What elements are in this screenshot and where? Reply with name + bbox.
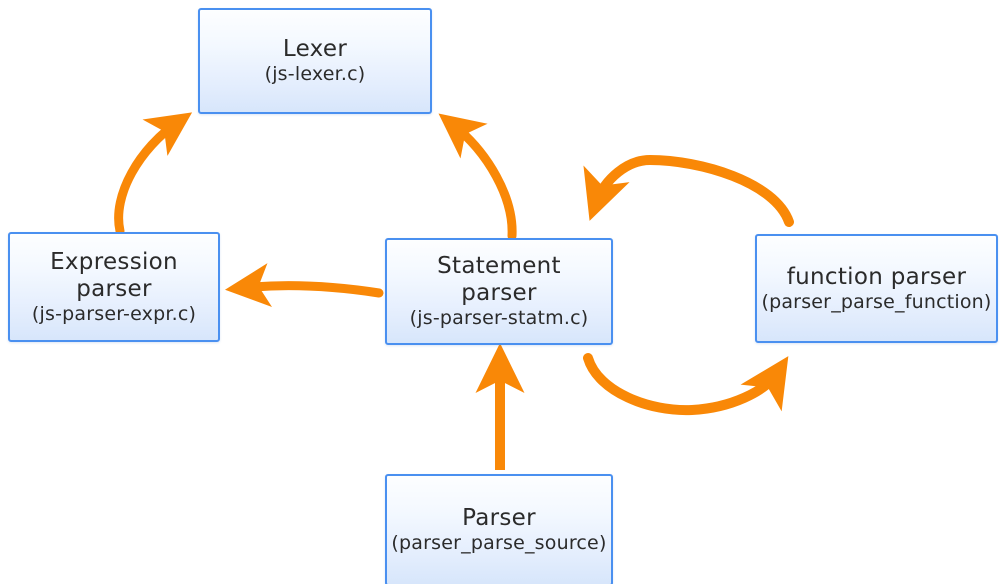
edge-statement-to-function: [583, 353, 789, 416]
node-statement-parser-title: Statement: [437, 253, 561, 280]
node-statement-parser-subtitle: (js-parser-statm.c): [409, 307, 589, 330]
node-expression-parser-title: Expression: [50, 248, 178, 275]
node-lexer-title: Lexer: [282, 36, 348, 63]
node-lexer-subtitle: (js-lexer.c): [264, 63, 366, 86]
node-function-parser-subtitle: (parser_parse_function): [761, 290, 992, 313]
node-expression-parser-title-line2: parser: [76, 275, 152, 302]
node-statement-parser[interactable]: Statement parser (js-parser-statm.c): [385, 238, 613, 345]
node-statement-parser-title-line2: parser: [461, 280, 537, 307]
node-parser-title: Parser: [462, 505, 536, 532]
edge-expression-to-lexer: [114, 112, 193, 236]
edge-function-to-statement: [583, 154, 794, 227]
node-expression-parser-subtitle: (js-parser-expr.c): [31, 302, 197, 325]
node-expression-parser[interactable]: Expression parser (js-parser-expr.c): [8, 232, 220, 342]
node-parser[interactable]: Parser (parser_parse_source): [385, 474, 613, 584]
node-function-parser[interactable]: function parser (parser_parse_function): [755, 234, 998, 343]
edge-statement-to-lexer: [438, 113, 517, 241]
edge-statement-to-expression: [224, 263, 384, 308]
node-parser-subtitle: (parser_parse_source): [391, 532, 607, 555]
node-lexer[interactable]: Lexer (js-lexer.c): [198, 8, 432, 114]
node-function-parser-title: function parser: [786, 263, 967, 290]
